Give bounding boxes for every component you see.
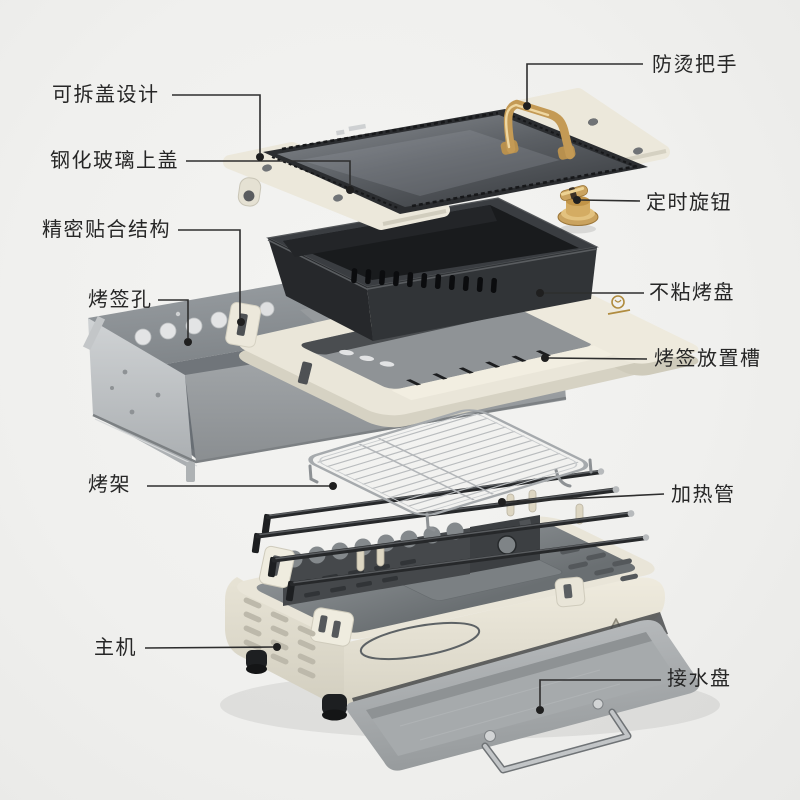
heating-wire-channel (359, 621, 481, 661)
callout-label-cool-handle: 防烫把手 (652, 54, 738, 76)
timer-knob (557, 185, 599, 234)
timer-knob-lever (559, 185, 589, 201)
lid-hinge-peg (237, 177, 262, 207)
callout-dots (184, 102, 581, 714)
main-unit-front-face (344, 577, 666, 705)
callout-label-skewer-slot: 烤签放置槽 (654, 348, 762, 370)
callout-label-timer-knob: 定时旋钮 (646, 192, 732, 214)
callout-label-precision-fit: 精密贴合结构 (42, 219, 171, 241)
callout-label-skewer-holes: 烤签孔 (88, 289, 153, 311)
pan-grill-slots (351, 268, 497, 293)
callout-label-heating-tube: 加热管 (671, 484, 736, 506)
glass-spec-marks (336, 123, 366, 136)
rack-legs (308, 458, 593, 532)
lid-handle (500, 99, 576, 160)
floor-vent-slots (560, 546, 638, 582)
callout-label-nonstick-pan: 不粘烤盘 (649, 282, 735, 304)
tube-tips (597, 468, 650, 541)
callout-lines (144, 63, 665, 706)
callout-label-removable-lid: 可拆盖设计 (52, 84, 160, 106)
water-tray (346, 620, 700, 774)
callout-label-main-unit: 主机 (94, 637, 137, 659)
glass-vent-texture (271, 111, 641, 209)
grill-rack (308, 409, 593, 532)
callout-label-drip-tray: 接水盘 (667, 668, 732, 690)
brand-logo (607, 295, 631, 315)
non-stick-pan (266, 197, 599, 341)
skewer-slot-ticks (405, 350, 551, 386)
glass-lid (223, 88, 670, 230)
callout-label-grill-rack: 烤架 (88, 474, 131, 496)
callout-label-tempered-glass: 钢化玻璃上盖 (50, 150, 179, 172)
tray-handle (481, 708, 632, 774)
